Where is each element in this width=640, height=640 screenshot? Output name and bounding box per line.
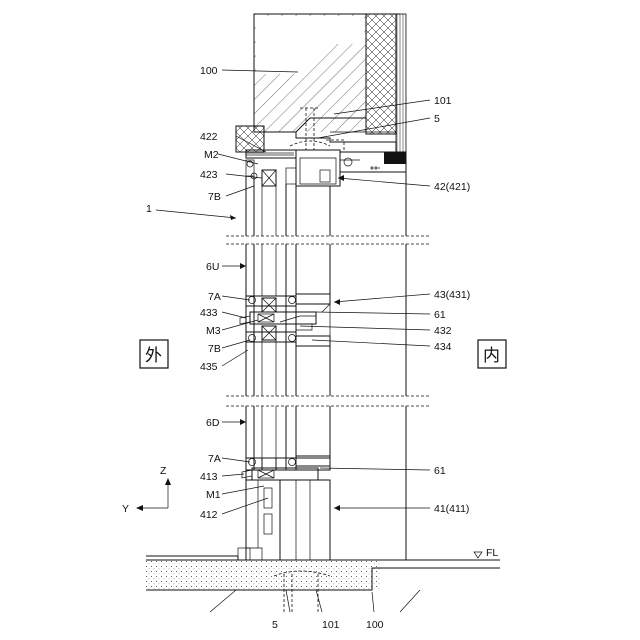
outside-label: 外: [145, 346, 162, 365]
label-101-top: 101: [434, 95, 452, 107]
label-61-mid: 61: [434, 309, 446, 321]
leader-arrowheads: [230, 175, 344, 511]
label-7b-top: 7B: [208, 191, 221, 203]
label-1: 1: [146, 203, 152, 215]
axis-y-label: Y: [122, 503, 129, 515]
insulation-block: [366, 14, 406, 154]
label-7a-bot: 7A: [208, 453, 221, 465]
label-100-top: 100: [200, 65, 218, 77]
inside-label-box: 内: [478, 340, 506, 368]
label-100-bot: 100: [366, 619, 384, 631]
label-412: 412: [200, 509, 218, 521]
label-6u: 6U: [206, 261, 219, 273]
label-7a-mid: 7A: [208, 291, 221, 303]
label-434: 434: [434, 341, 452, 353]
label-m1: M1: [206, 489, 221, 501]
label-61-bot: 61: [434, 465, 446, 477]
label-413: 413: [200, 471, 218, 483]
top-frame-42: [236, 126, 406, 186]
label-42-421: 42(421): [434, 181, 470, 193]
label-m3: M3: [206, 325, 221, 337]
label-fl: FL: [486, 547, 498, 559]
label-41-411: 41(411): [434, 503, 469, 515]
label-423: 423: [200, 169, 218, 181]
label-5-top: 5: [434, 113, 440, 125]
axis-z-label: Z: [160, 465, 167, 477]
label-101-bot: 101: [322, 619, 340, 631]
bottom-frame-41: [238, 456, 330, 560]
label-m2: M2: [204, 149, 219, 161]
label-43-431: 43(431): [434, 289, 470, 301]
label-422: 422: [200, 131, 218, 143]
floor-slab: [146, 556, 500, 612]
label-435: 435: [200, 361, 218, 373]
inside-label: 内: [483, 346, 500, 365]
break-lines: [226, 236, 430, 406]
label-433: 433: [200, 307, 218, 319]
label-6d: 6D: [206, 417, 220, 429]
label-7b-mid: 7B: [208, 343, 221, 355]
axis-indicator: Z Y: [122, 465, 171, 515]
label-432: 432: [434, 325, 452, 337]
frame-vertical-lines: [246, 152, 406, 560]
outside-label-box: 外: [140, 340, 168, 368]
label-5-bot: 5: [272, 619, 278, 631]
